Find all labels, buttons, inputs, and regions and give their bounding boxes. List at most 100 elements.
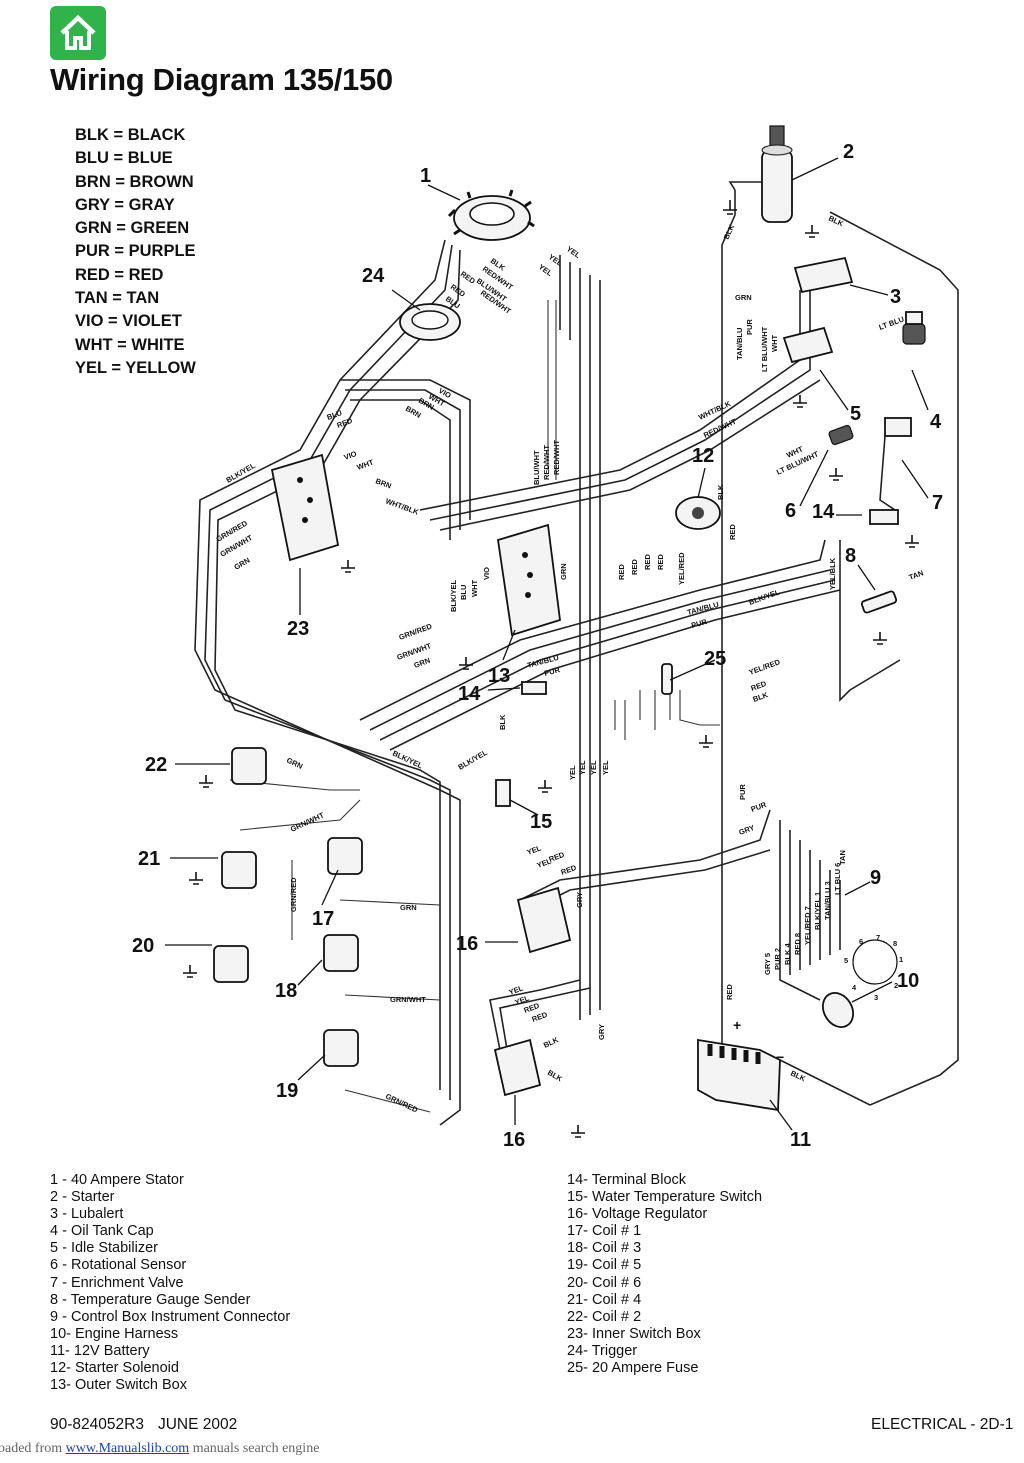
voltage-regulator-component (516, 886, 572, 954)
wire-label: GRY (738, 823, 756, 837)
wire-label: RED (725, 984, 734, 1000)
callout-9: 9 (870, 867, 881, 889)
stator-component (447, 189, 535, 241)
wire-label: BLK (716, 484, 725, 500)
engine-harness-plug-component (822, 939, 898, 1028)
battery-plus: + (733, 1017, 741, 1033)
wire-label: BLK/YEL (225, 461, 258, 485)
callout-24: 24 (362, 265, 385, 287)
legend-entry: YEL = YELLOW (75, 358, 196, 377)
starter-component (761, 125, 793, 223)
legend-entry: VIO = VIOLET (75, 312, 182, 331)
terminal-block-component (521, 681, 547, 695)
pin-number: 5 (844, 956, 848, 965)
callout-1: 1 (420, 165, 431, 187)
doc-date: JUNE 2002 (157, 1416, 238, 1433)
wire-label: GRN (285, 756, 304, 771)
callout-25: 25 (704, 648, 726, 670)
wire-label: WHT (470, 580, 479, 597)
callout-20: 20 (132, 935, 154, 957)
wire-label: BLK/YEL (449, 579, 458, 612)
parts-list-item: 23- Inner Switch Box (567, 1325, 701, 1342)
legend-entry: BLU = BLUE (75, 149, 173, 168)
callout-23: 23 (287, 618, 309, 640)
harness-wire-labels: GRY 5 PUR 2 BLK 4 RED 8 YEL/RED 7 BLK/YE… (763, 863, 842, 975)
wire-label: GRN/RED (398, 621, 434, 641)
wire-label: LT BLU (878, 314, 906, 331)
parts-list-item: 20- Coil # 6 (567, 1274, 642, 1291)
wire-label: YEL (601, 760, 610, 775)
wire-label: YEL (568, 765, 577, 780)
callout-6: 6 (785, 500, 796, 522)
wire-label: RED/WHT (552, 440, 561, 475)
wire-label: VIO (482, 567, 491, 580)
doc-number: 90-824052R3 (50, 1416, 144, 1433)
starter-solenoid-component (675, 496, 721, 530)
parts-list-item: 16- Voltage Regulator (567, 1206, 708, 1223)
callout-8: 8 (845, 545, 856, 567)
parts-list-item: 17- Coil # 1 (567, 1223, 642, 1240)
callout-11: 11 (790, 1129, 811, 1151)
wire-label: BLK (827, 214, 845, 229)
parts-list-right: 14- Terminal Block 15- Water Temperature… (567, 1172, 762, 1377)
callout-16: 16 (456, 933, 478, 955)
wire-label: YEL (565, 244, 582, 260)
voltage-regulator-component (493, 1038, 542, 1097)
rotational-sensor-component (828, 424, 854, 446)
wire-label: PUR (543, 665, 561, 678)
parts-list-item: 19- Coil # 5 (567, 1257, 642, 1274)
callout-3: 3 (890, 286, 901, 308)
wire-label: RED (728, 524, 737, 540)
parts-list-item: 10- Engine Harness (50, 1325, 179, 1342)
wire-label: BLU (459, 585, 468, 600)
fuse-component (661, 663, 673, 695)
wire-label: LT BLU/WHT (760, 326, 769, 372)
wire-label: GRN (233, 556, 252, 572)
wire-label: WHT (356, 457, 376, 471)
outer-switch-box-component (496, 523, 561, 637)
wire-label: PUR (690, 617, 708, 630)
wire-label: YEL (526, 843, 543, 857)
callout-18: 18 (275, 980, 297, 1002)
parts-list-item: 8 - Temperature Gauge Sender (50, 1291, 251, 1308)
callout-5: 5 (850, 403, 861, 425)
harness-label: BLK 4 (783, 943, 792, 965)
legend-entry: RED = RED (75, 265, 164, 284)
parts-list-item: 25- 20 Ampere Fuse (567, 1360, 699, 1377)
wire-label: BRN (404, 404, 423, 420)
parts-list-item: 14- Terminal Block (567, 1172, 687, 1188)
wire-label: TAN/BLU (735, 328, 744, 360)
water-temp-switch-component (495, 779, 511, 807)
coil-components (213, 747, 363, 1067)
wire-label: GRN (559, 563, 568, 580)
home-button[interactable] (50, 6, 106, 60)
parts-list-item: 11- 12V Battery (50, 1342, 150, 1359)
wire-label: GRY (597, 1024, 606, 1040)
legend-entry: WHT = WHITE (75, 335, 185, 354)
parts-list-item: 3 - Lubalert (50, 1206, 124, 1223)
harness-label: LT BLU 6 (833, 863, 842, 895)
pin-number: 8 (893, 939, 897, 948)
wire-label: GRY (575, 892, 584, 908)
wire-label: RED (617, 564, 626, 580)
parts-list-item: 1 - 40 Ampere Stator (50, 1172, 184, 1188)
legend-entry: GRN = GREEN (75, 219, 190, 238)
download-suffix: manuals search engine (192, 1441, 320, 1456)
wire-label: BRN (374, 476, 392, 490)
parts-list-item: 13- Outer Switch Box (50, 1377, 187, 1394)
wire-label: YEL (589, 760, 598, 775)
connector-pin-numbers: 6 7 8 5 1 4 3 2 (844, 933, 903, 1002)
pin-number: 6 (859, 937, 863, 946)
legend-entry: BLK = BLACK (75, 126, 186, 144)
wire-label: GRN/RED (384, 1092, 420, 1115)
wire-label: PUR (745, 319, 754, 335)
parts-list-item: 15- Water Temperature Switch (567, 1189, 763, 1206)
wire-label: TAN (838, 850, 847, 865)
wire-label: BLK (542, 1035, 560, 1050)
parts-list-item: 12- Starter Solenoid (50, 1360, 179, 1377)
trigger-component (399, 303, 461, 341)
manualslib-link[interactable]: www.Manualslib.com (65, 1441, 190, 1456)
parts-list-item: 2 - Starter (50, 1189, 115, 1206)
home-icon (60, 14, 96, 50)
harness-label: BLK/YEL 1 (813, 892, 822, 930)
